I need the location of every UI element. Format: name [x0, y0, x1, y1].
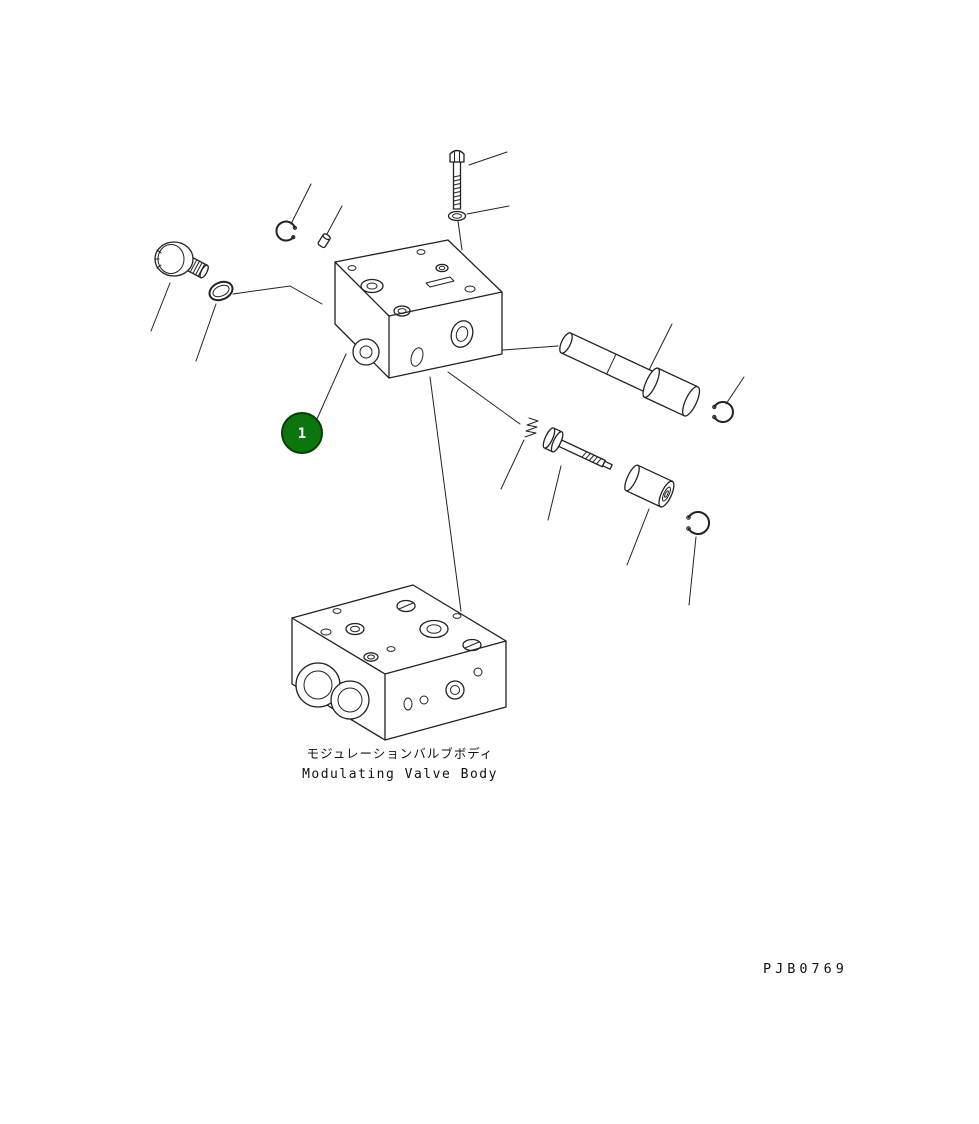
snap-ring-top-icon — [275, 220, 297, 242]
snap-ring-lower-icon — [686, 511, 710, 535]
small-plug-icon — [317, 233, 331, 249]
axis-plug-body — [232, 285, 323, 305]
large-spool-icon — [559, 332, 701, 417]
leader-snap-ring-lower — [688, 536, 697, 606]
leader-cap-plug — [150, 282, 171, 332]
snap-ring-right-icon — [712, 401, 734, 423]
leader-o-ring — [195, 303, 217, 362]
figure-code: PJB0769 — [763, 961, 848, 977]
callout-1-number: 1 — [298, 426, 306, 442]
lower-valve-body-icon — [291, 584, 507, 741]
leader-snap-ring-right — [725, 376, 745, 405]
axis-body-spring — [447, 371, 521, 425]
upper-valve-body-icon — [334, 239, 503, 379]
axis-bolt-body — [457, 220, 463, 251]
leader-washer — [466, 205, 510, 215]
bolt-icon — [449, 149, 465, 210]
caption-japanese: モジュレーションバルブボディ — [307, 746, 494, 761]
spring-icon — [524, 417, 539, 438]
leader-callout-1 — [316, 353, 347, 420]
axis-body-lower-body — [429, 376, 462, 612]
leader-lines — [150, 151, 745, 612]
leader-spring — [500, 439, 525, 490]
cap-plug-icon — [154, 241, 209, 279]
callout-1-balloon[interactable]: 1 — [281, 412, 323, 454]
caption-english: Modulating Valve Body — [302, 767, 498, 782]
o-ring-icon — [208, 280, 234, 302]
washer-icon — [447, 210, 467, 222]
leader-snap-ring-top — [290, 183, 312, 225]
valve-spool-icon — [542, 427, 613, 470]
axis-body-spool — [502, 345, 559, 351]
leader-piston — [626, 508, 650, 566]
callout-1-circle[interactable] — [281, 412, 323, 454]
leader-valve-spool — [547, 465, 562, 521]
leader-bolt — [468, 151, 508, 166]
piston-plug-icon — [624, 464, 675, 508]
leader-spool — [645, 323, 673, 377]
leader-small-plug — [326, 205, 343, 235]
